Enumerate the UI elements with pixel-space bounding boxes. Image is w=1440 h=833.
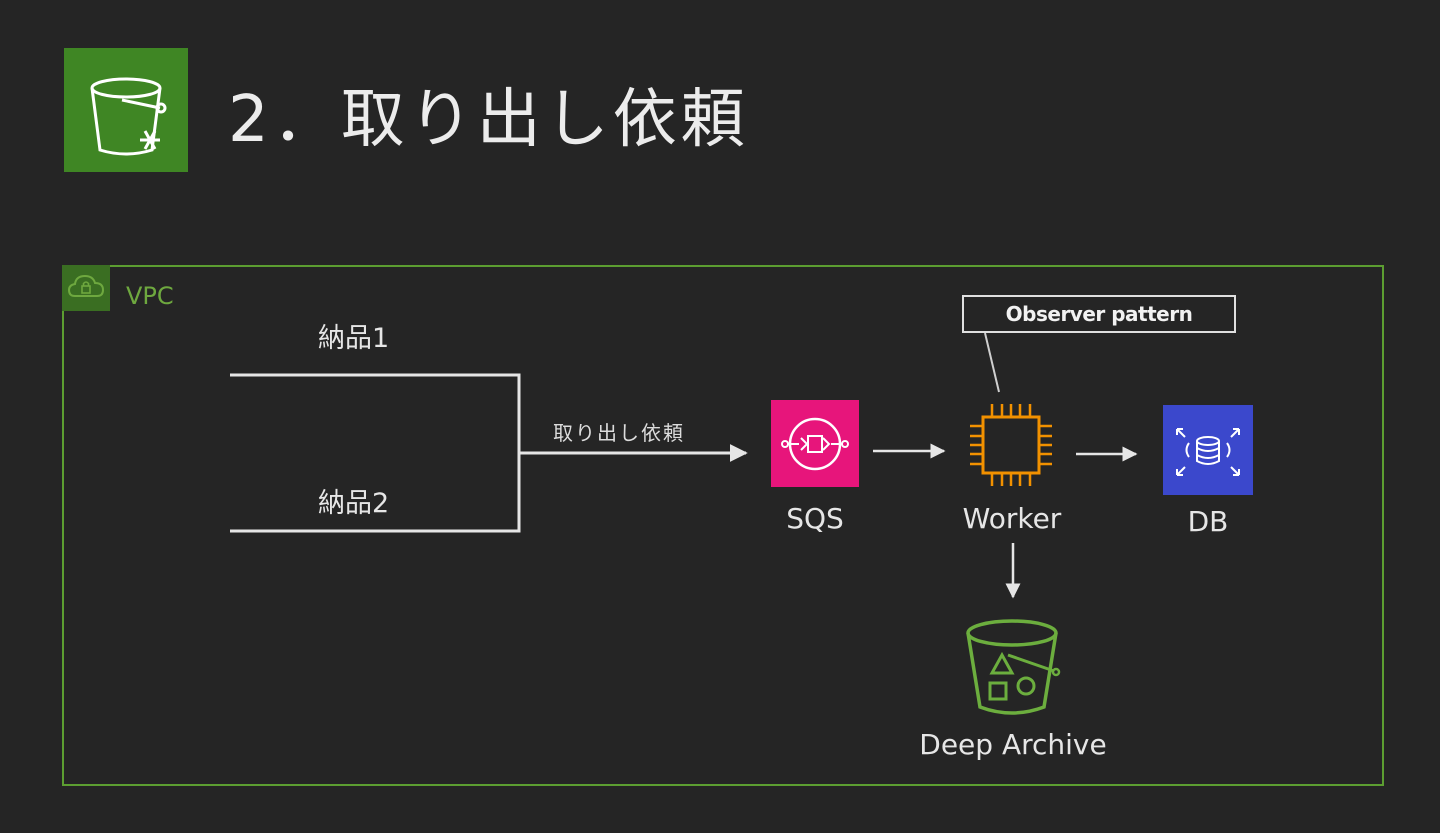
cloud-lock-icon [62,265,110,311]
sqs-label: SQS [786,502,844,535]
ec2-chip-icon [966,400,1056,490]
slide-title: 2．取り出し依頼 [228,83,749,157]
observer-pattern-callout: Observer pattern [962,295,1236,333]
request-arrow-label: 取り出し依頼 [553,421,685,445]
title-glacier-icon [64,48,188,172]
vpc-label: VPC [126,282,174,310]
worker-label: Worker [962,502,1062,535]
input-label-2: 納品2 [318,488,390,519]
deep-archive-label: Deep Archive [919,728,1107,761]
vpc-boundary [62,265,1384,786]
input-label-1: 納品1 [318,323,390,354]
rds-database-icon [1163,405,1253,495]
sqs-icon [771,400,859,487]
db-label: DB [1187,505,1229,538]
s3-bucket-icon [960,615,1064,719]
callout-pointer [984,332,1000,393]
